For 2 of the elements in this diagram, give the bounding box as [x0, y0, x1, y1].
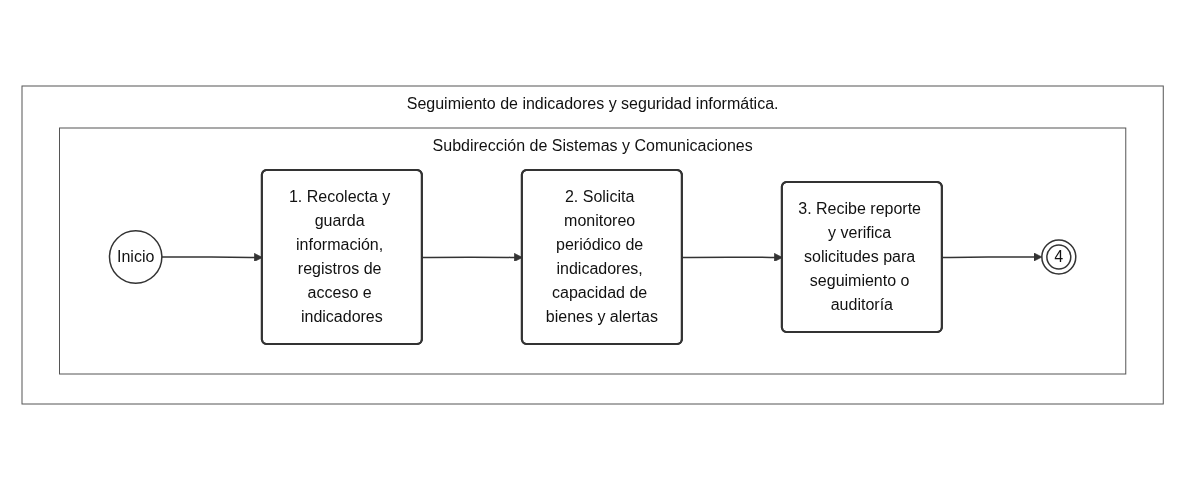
node-circle: Inicio: [109, 230, 163, 284]
node-circle: 4: [1041, 239, 1077, 275]
